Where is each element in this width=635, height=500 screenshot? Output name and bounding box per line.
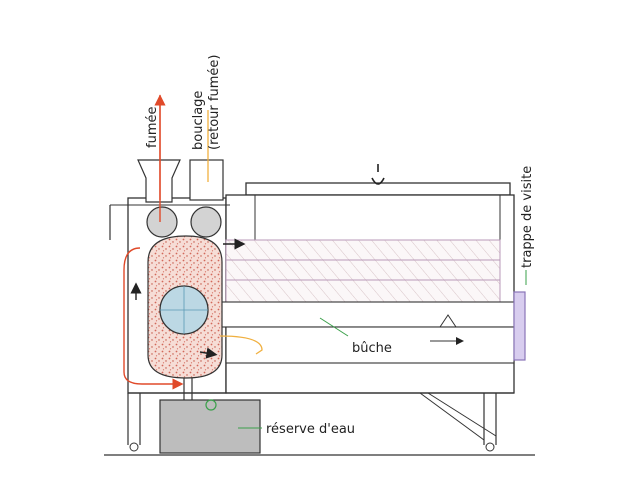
label-fumee: fumée [145, 107, 160, 148]
log-feed-channel [225, 326, 515, 364]
return-flow-path [207, 110, 263, 355]
log-stack-lower [225, 279, 501, 303]
label-retour-fumee: (retour fumée) [207, 55, 222, 150]
smoke-chimney [137, 159, 181, 203]
label-reserve: réserve d'eau [266, 422, 355, 437]
log-stack-upper [225, 239, 501, 261]
leader-buche [319, 317, 349, 337]
label-trappe: trappe de visite [520, 166, 535, 268]
flue-roller-left [146, 206, 178, 238]
log-feed [203, 301, 515, 328]
return-stack [189, 159, 224, 201]
flue-roller-right [190, 206, 222, 238]
water-tank [159, 399, 261, 454]
label-buche: bûche [352, 341, 392, 356]
label-bouclage: bouclage [191, 91, 206, 150]
trap-door [513, 291, 526, 361]
lid-hook [371, 164, 385, 185]
water-valve [205, 399, 217, 411]
log-stack-middle [225, 259, 501, 281]
